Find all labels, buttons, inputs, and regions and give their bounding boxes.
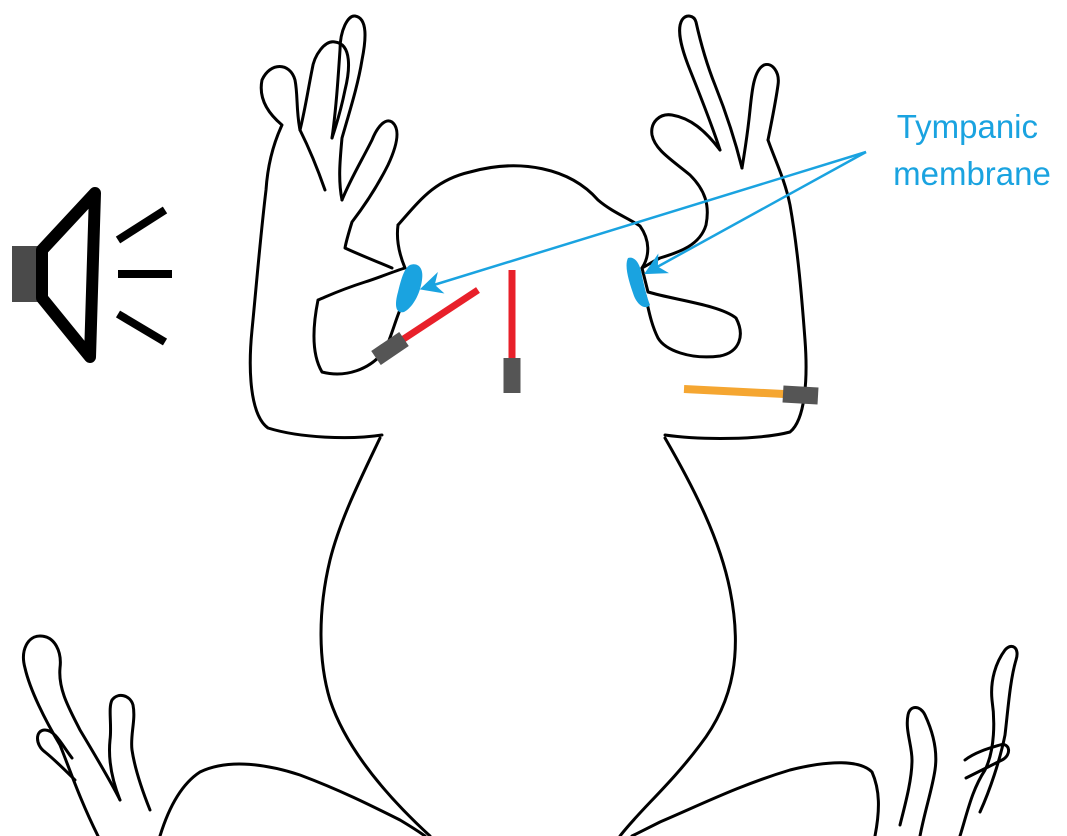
speaker-cone (36, 187, 101, 363)
tympanic-membranes (396, 257, 650, 313)
frog-left-thigh (158, 762, 427, 836)
frog-right-thigh (630, 761, 880, 836)
frog-right-leg (958, 644, 1019, 836)
frog-left-finger-3 (340, 119, 399, 270)
frog-right-finger-3 (640, 113, 722, 270)
frog-left-leg (22, 634, 122, 836)
frog-left-finger-2 (330, 14, 367, 202)
tympanic-membrane-right (626, 257, 650, 308)
arrow-to-left-membrane (419, 150, 867, 294)
frog-body-left (319, 436, 432, 836)
frog-left-toe-1 (108, 693, 152, 812)
frog-left-finger-1 (298, 40, 351, 140)
sound-wave-upper (115, 206, 168, 244)
electrodes (371, 270, 819, 405)
electrode-connector (371, 331, 409, 366)
frog-right-arm (663, 138, 808, 440)
frog-right-toe-2 (963, 743, 1010, 780)
frog-body-right (618, 436, 737, 836)
frog-right-toe-1 (898, 706, 938, 836)
frog-head (396, 164, 742, 359)
frog-left-arm (248, 65, 384, 440)
frog-outline (22, 14, 1019, 836)
frog-right-finger-2 (678, 14, 744, 170)
electrode-right-horizontal (683, 385, 819, 405)
frog-right-finger-1 (740, 62, 780, 170)
sound-wave-lower (115, 310, 168, 346)
speaker-icon (12, 187, 172, 363)
tympanic-membrane-left (396, 264, 423, 313)
electrode-left-diagonal (371, 287, 480, 366)
label-line-1: Tympanic (897, 108, 1038, 145)
electrode-wire (400, 287, 480, 343)
frog-left-toe-2 (36, 728, 77, 782)
tympanic-membrane-label: Tympanic membrane (893, 108, 1051, 192)
arrow-to-right-membrane (644, 150, 867, 275)
label-line-2: membrane (893, 155, 1051, 192)
electrode-wire (683, 385, 785, 398)
annotation-arrows (419, 150, 867, 294)
electrode-connector (782, 385, 819, 405)
